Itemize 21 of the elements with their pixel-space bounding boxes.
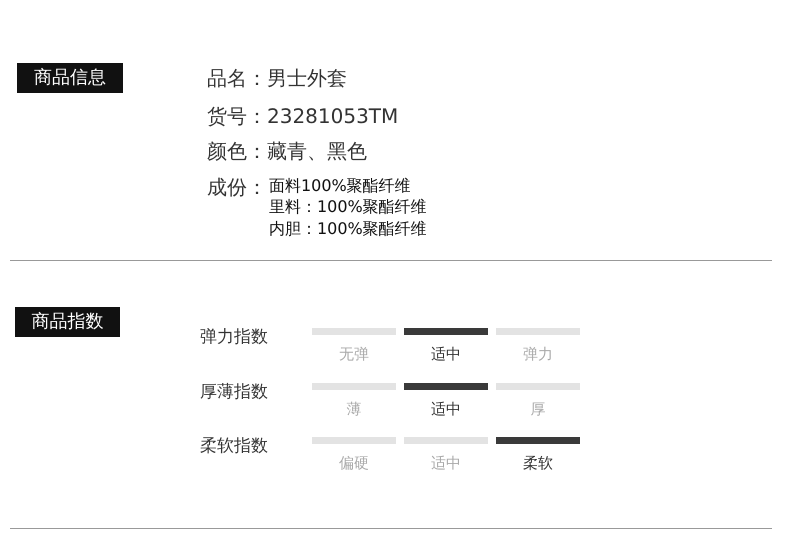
info-text: 货号：23281053TM — [207, 104, 398, 128]
scale-option: 厚 — [530, 400, 546, 418]
scale-option: 无弹 — [339, 345, 369, 363]
scale-option: 薄 — [346, 400, 362, 418]
scale-option: 柔软 — [523, 454, 553, 472]
section-header: 商品指数 — [15, 307, 120, 337]
scale-option: 偏硬 — [339, 454, 369, 472]
composition-text: 面料100%聚酯纤维 — [269, 176, 411, 195]
scale-option: 适中 — [431, 400, 461, 418]
info-text: 成份： — [207, 175, 267, 199]
scale-option: 适中 — [431, 454, 461, 472]
composition-text: 里料：100%聚酯纤维 — [269, 196, 427, 216]
section-header: 商品信息 — [17, 63, 123, 93]
composition-text: 内胆：100%聚酯纤维 — [269, 218, 427, 238]
info-text: 品名：男士外套 — [207, 66, 347, 90]
info-text: 颜色：藏青、黑色 — [207, 139, 367, 163]
index-label: 弹力指数 — [200, 327, 268, 348]
index-label: 厚薄指数 — [200, 382, 268, 402]
index-label: 柔软指数 — [200, 436, 268, 456]
scale-option: 弹力 — [523, 345, 553, 363]
scale-option: 适中 — [431, 345, 461, 363]
